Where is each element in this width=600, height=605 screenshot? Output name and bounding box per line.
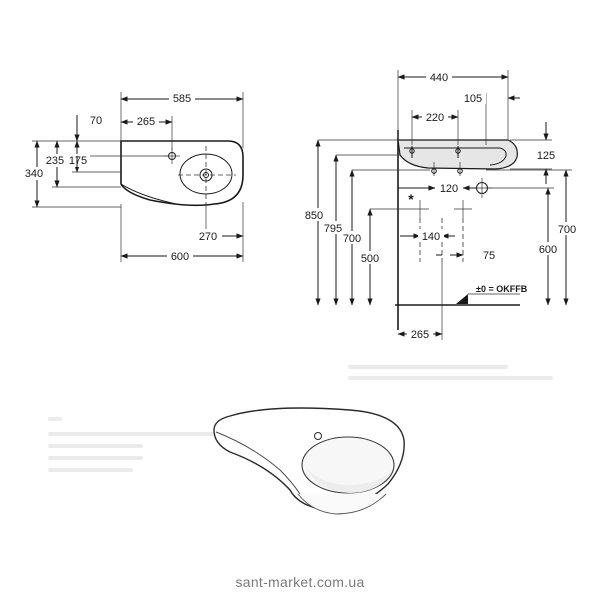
side-view: 440 105 220 125 120 *: [303, 70, 579, 341]
dim-850: 850: [305, 210, 323, 222]
dim-340: 340: [25, 168, 43, 180]
dim-120: 120: [440, 183, 458, 195]
dim-700-left: 700: [343, 233, 361, 245]
asterisk-mark: *: [408, 191, 414, 207]
dim-440: 440: [430, 72, 448, 84]
side-basin-inner: [404, 147, 507, 166]
dim-265-top: 265: [137, 116, 155, 128]
dim-235: 235: [46, 155, 64, 167]
plan-basin-curve: [120, 183, 177, 205]
dim-125: 125: [537, 150, 555, 162]
floor-symbol: [456, 294, 468, 304]
watermark-text: sant-market.com.ua: [235, 574, 365, 590]
dim-220: 220: [426, 112, 444, 124]
faded-text-blocks: [48, 365, 553, 472]
floor-label: ±0 = OKFFB: [476, 284, 528, 294]
dim-600-right: 600: [539, 244, 557, 256]
product-illustration: [213, 407, 405, 515]
basin-3d-bowl-shade: [306, 468, 392, 493]
basin-3d-tap-hole: [314, 432, 322, 440]
dim-500: 500: [361, 253, 379, 265]
basin-3d-rim: [215, 431, 301, 495]
dim-600-bottom: 600: [171, 251, 189, 263]
dim-265-bottom: 265: [411, 329, 429, 341]
dim-175: 175: [69, 155, 87, 167]
dim-105: 105: [464, 93, 482, 105]
dim-795: 795: [324, 223, 342, 235]
basin-3d-underside: [297, 493, 387, 515]
dim-70: 70: [90, 115, 102, 127]
plan-view: 585 265 340 235 175 70 270 600: [22, 92, 244, 263]
dim-140: 140: [422, 231, 440, 243]
basin-3d-bowl: [301, 436, 395, 494]
dim-75: 75: [483, 250, 495, 262]
dim-700-right: 700: [558, 224, 576, 236]
dim-270: 270: [199, 231, 217, 243]
dim-585: 585: [173, 93, 191, 105]
plan-basin-outline: [120, 140, 244, 207]
